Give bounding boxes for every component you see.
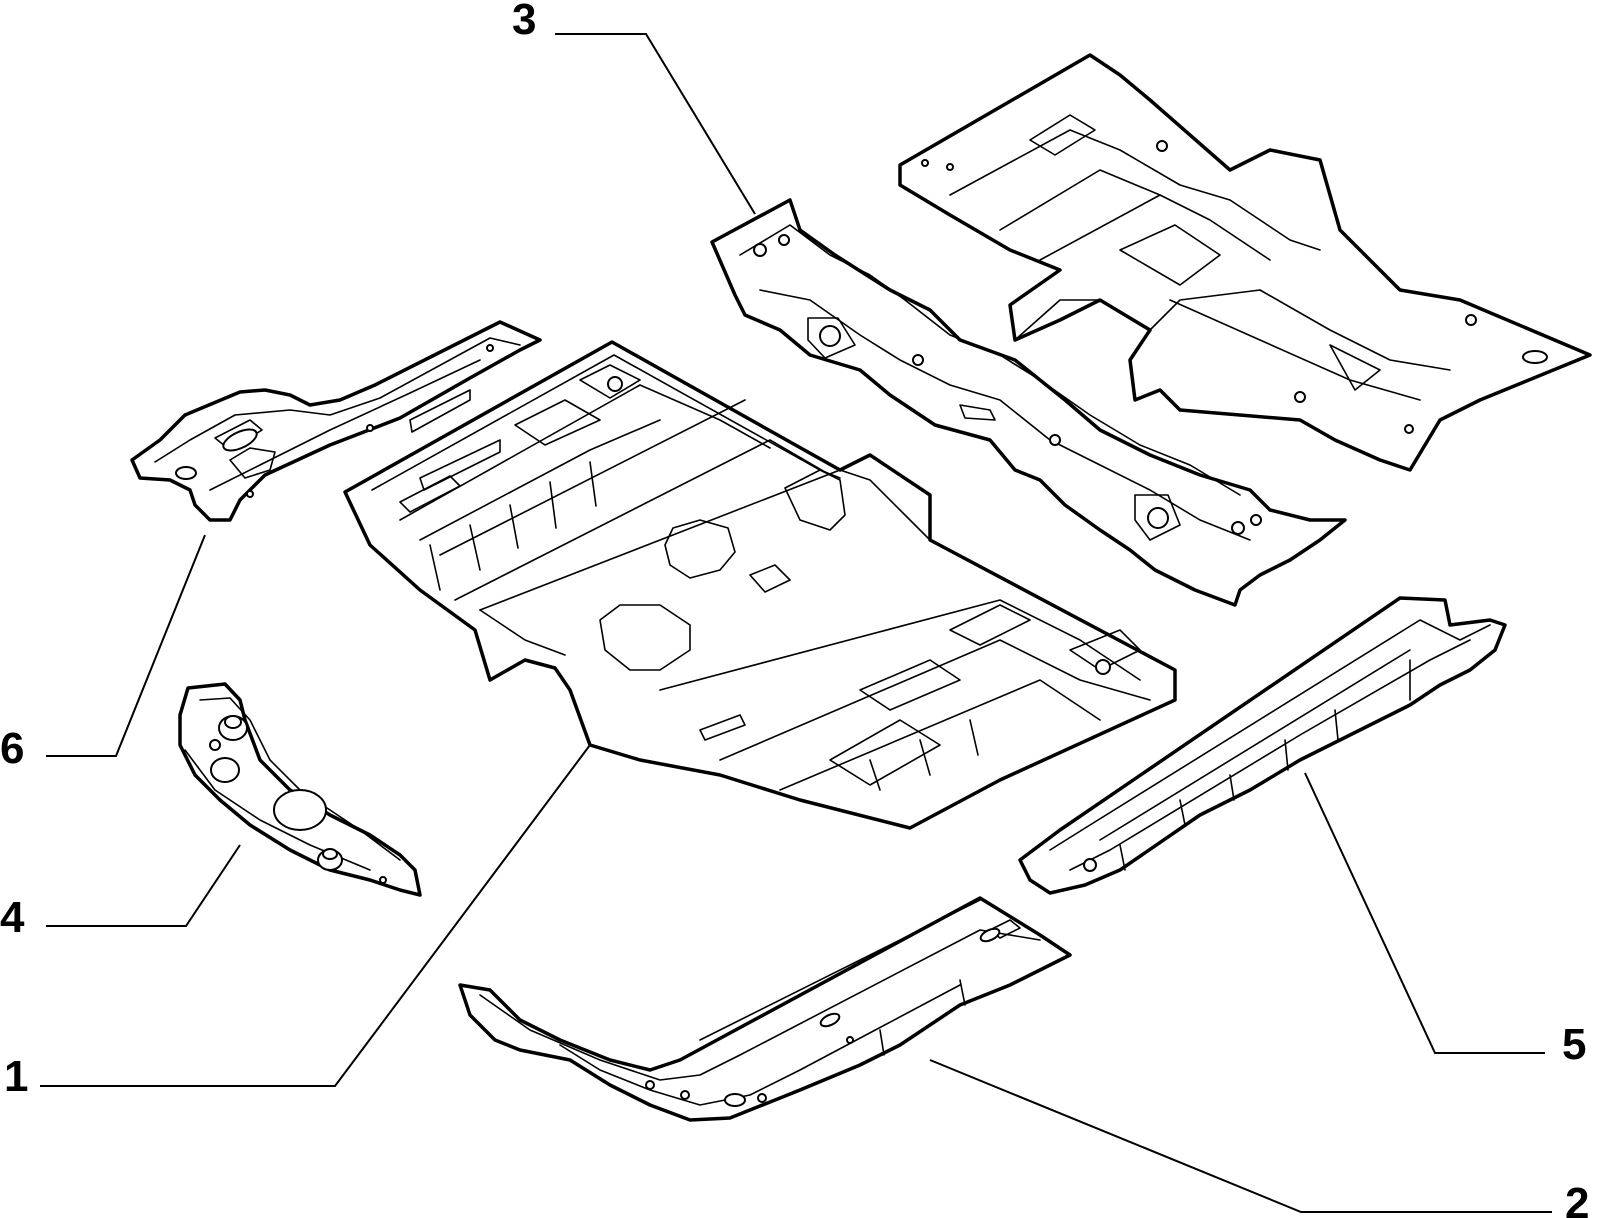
right-side-sill — [1018, 596, 1507, 895]
callout-4: 4 — [0, 893, 25, 942]
left-rear-bracket — [130, 320, 542, 522]
leader-line-6 — [46, 534, 206, 757]
leader-line-1 — [40, 744, 591, 1087]
front-floor-side-member — [458, 896, 1072, 1122]
leader-line-3 — [555, 33, 756, 215]
front-floor-pan — [343, 340, 1177, 830]
callout-2: 2 — [1565, 1179, 1589, 1218]
leader-lines — [40, 33, 1552, 1213]
callout-1: 1 — [4, 1052, 28, 1101]
callout-3: 3 — [512, 0, 536, 44]
leader-line-4 — [46, 844, 241, 927]
rear-floor-pan — [898, 53, 1592, 472]
callout-5: 5 — [1562, 1020, 1586, 1069]
callout-6: 6 — [0, 724, 24, 773]
leader-line-5 — [1304, 772, 1545, 1054]
leader-line-2 — [929, 1059, 1552, 1213]
rear-cross-member — [710, 198, 1347, 607]
front-bracket — [178, 682, 422, 897]
